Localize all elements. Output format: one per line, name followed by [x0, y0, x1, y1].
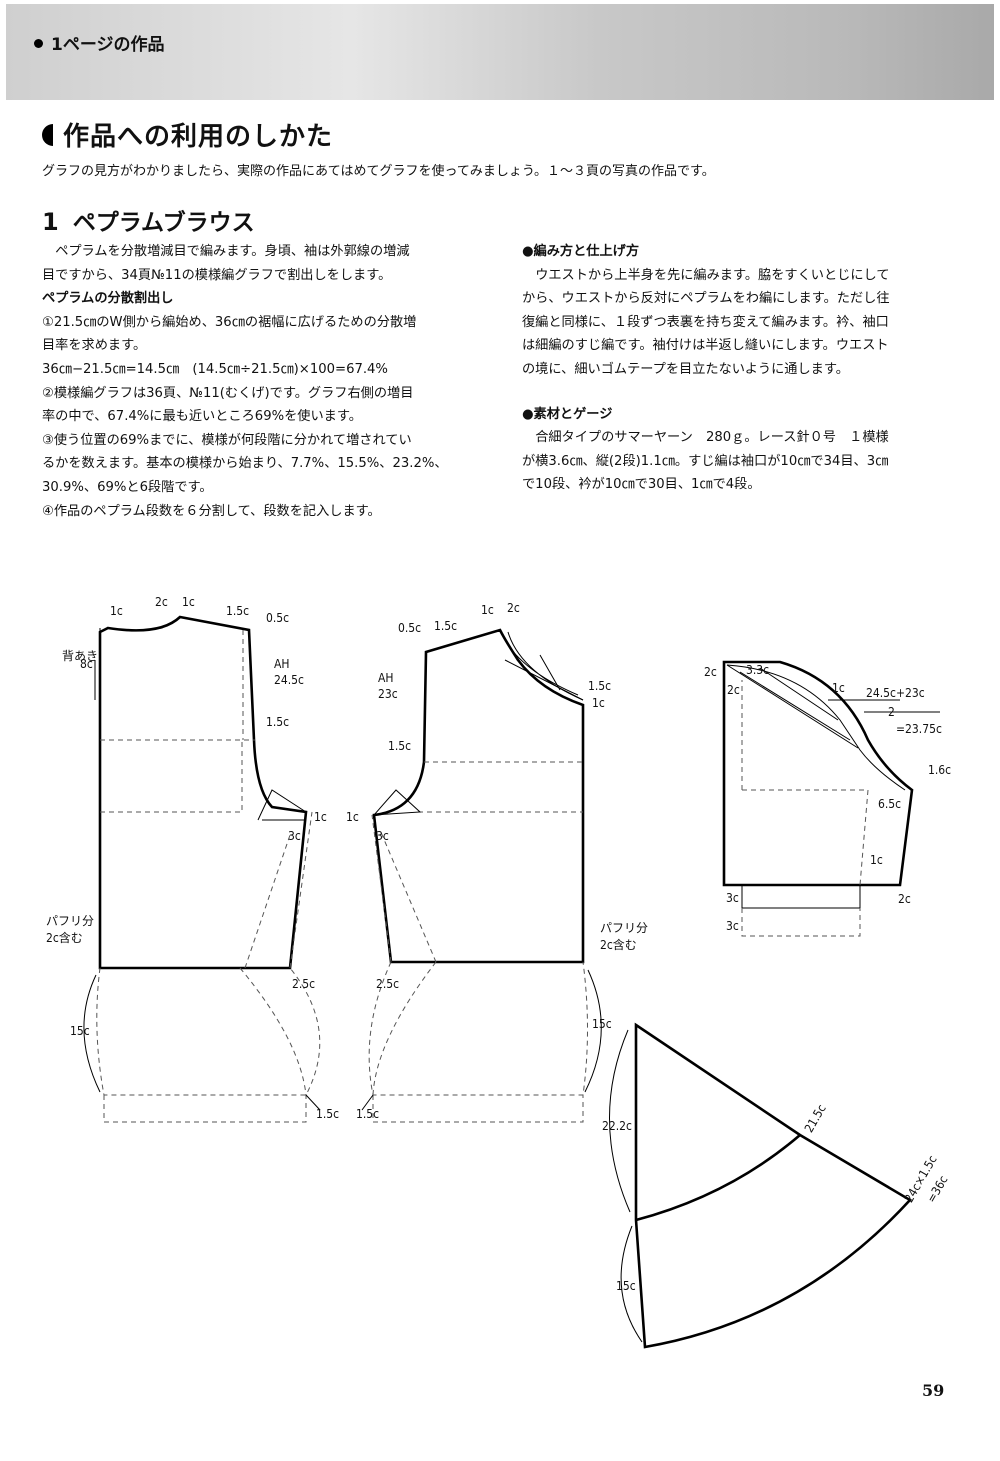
dim-label: 15c	[616, 1279, 636, 1293]
dim-label: 1c	[182, 595, 195, 609]
dim-label: 3c	[376, 829, 389, 843]
materials-heading-text: 素材とゲージ	[533, 406, 613, 422]
dim-label: 2c	[155, 595, 168, 609]
dim-label: 1.5c	[588, 679, 611, 693]
bullet-icon	[34, 38, 43, 48]
section-label-text: 1ページの作品	[51, 35, 165, 55]
section-label: 1ページの作品	[34, 30, 165, 55]
page-title-text: 作品への利用のしかた	[63, 122, 334, 152]
dim-label: 3.3c	[746, 663, 769, 677]
paragraph-line: が横3.6㎝、縦(2段)1.1㎝。すじ編は袖口が10㎝で34目、3㎝	[522, 453, 889, 469]
step-line: ④作品のペプラム段数を６分割して、段数を記入します。	[42, 503, 381, 519]
dim-label: 0.5c	[398, 621, 421, 635]
dim-label: 2c含む	[46, 930, 83, 945]
dim-label: 1c	[346, 810, 359, 824]
dim-label: 1.5c	[356, 1107, 379, 1121]
paragraph-line: ウエストから上半身を先に編みます。脇をすくいとじにして	[535, 267, 890, 283]
peplum-fan: 22.2c 21.5c 24c×1.5c =36c 15c	[602, 1022, 951, 1349]
dim-label: 1.5c	[316, 1107, 339, 1121]
step-line: 率の中で、67.4%に最も近いところ69%を使います。	[42, 409, 362, 425]
step-line: 30.9%、69%と6段階です。	[42, 479, 213, 495]
paragraph-line: 復編と同様に、１段ずつ表裏を持ち変えて編みます。衿、袖口	[522, 314, 889, 330]
back-bodice: 1c 2c 1c 1.5c 0.5c 背あき 8c AH 24.5c 1.5c …	[46, 595, 339, 1123]
dim-label: 1.5c	[434, 619, 457, 633]
dim-label: 24.5c+23c	[866, 686, 925, 700]
intro-text: グラフの見方がわかりましたら、実際の作品にあてはめてグラフを使ってみましょう。１…	[42, 164, 715, 179]
dim-label: 21.5c	[802, 1102, 829, 1135]
step-line: ③使う位置の69%までに、模様が何段階に分かれて増されてい	[42, 432, 412, 448]
step-line: ②模様編グラフは36頁、№11(むくげ)です。グラフ右側の増目	[42, 385, 414, 401]
dim-label: 1.5c	[226, 604, 249, 618]
materials-heading: ●素材とゲージ	[522, 406, 613, 422]
paragraph-line: 目ですから、34頁№11の模様編グラフで割出しをします。	[42, 267, 392, 283]
dim-label: 2c含む	[600, 937, 637, 952]
dim-label: 3c	[726, 891, 739, 905]
paragraph-line: の境に、細いゴムテープを目立たないように通します。	[522, 361, 849, 377]
finish-heading-text: 編み方と仕上げ方	[533, 244, 640, 259]
step-line: 目率を求めます。	[42, 338, 147, 354]
paragraph-line: は細編のすじ編です。袖付けは半返し縫いにします。ウエスト	[522, 338, 889, 354]
dim-label: 2c	[898, 892, 911, 906]
dim-label: 1c	[832, 681, 845, 695]
dim-label: 8c	[80, 657, 93, 671]
dim-label: パフリ分	[46, 914, 94, 928]
finish-heading: ●編み方と仕上げ方	[522, 244, 640, 259]
dim-label: 2	[888, 705, 895, 719]
subheading: ペプラムの分散割出し	[42, 291, 174, 307]
page-title: 作品への利用のしかた	[42, 116, 333, 153]
dim-label: 1.6c	[928, 763, 951, 777]
dim-label: 2.5c	[376, 977, 399, 991]
project-heading: 1 ペプラムブラウス	[42, 203, 255, 237]
dim-label: 1c	[592, 696, 605, 710]
dim-label: 1c	[314, 810, 327, 824]
left-column: ペプラムを分散増減目で編みます。身頃、袖は外郭線の増減 目ですから、34頁№11…	[42, 240, 487, 523]
dim-label: 2.5c	[292, 977, 315, 991]
dim-label: 6.5c	[878, 797, 901, 811]
dim-label: 1.5c	[266, 715, 289, 729]
dim-label: AH	[274, 657, 290, 671]
paragraph-line: で10段、衿が10㎝で30目、1㎝で4段。	[522, 477, 761, 493]
dim-label: 3c	[726, 919, 739, 933]
step-line: ①21.5㎝のW側から編始め、36㎝の裾幅に広げるための分散増	[42, 314, 417, 330]
half-circle-icon	[42, 123, 53, 146]
dim-label: 15c	[70, 1024, 90, 1038]
header-banner: 1ページの作品	[6, 4, 994, 100]
dim-label: 1c	[870, 853, 883, 867]
dim-label: =23.75c	[896, 722, 942, 736]
dim-label: 背あき	[62, 649, 98, 663]
dim-label: 1c	[110, 604, 123, 618]
dim-label: 15c	[592, 1017, 612, 1031]
dim-label: 1.5c	[388, 739, 411, 753]
dim-label: パフリ分	[600, 921, 648, 935]
right-column: ●編み方と仕上げ方 ウエストから上半身を先に編みます。脇をすくいとじにして から…	[522, 240, 952, 497]
paragraph-line: ペプラムを分散増減目で編みます。身頃、袖は外郭線の増減	[55, 244, 410, 259]
dim-label: 2c	[507, 601, 520, 615]
dim-label: 23c	[378, 687, 398, 701]
dim-label: 3c	[288, 829, 301, 843]
dim-label: 2c	[704, 665, 717, 679]
project-number: 1	[42, 208, 59, 236]
dim-label: 22.2c	[602, 1119, 632, 1133]
dim-label: 2c	[727, 683, 740, 697]
front-bodice: 0.5c 1.5c 1c 2c 1.5c 1c AH 23c 1.5c 1c 3…	[346, 601, 648, 1123]
dim-label: 1c	[481, 603, 494, 617]
step-line: るかを数えます。基本の模様から始まり、7.7%、15.5%、23.2%、	[42, 456, 448, 472]
paragraph-line: から、ウエストから反対にペプラムをわ編にします。ただし往	[522, 291, 890, 307]
paragraph-line: 合細タイプのサマーヤーン 280ｇ。レース針０号 １模様	[535, 430, 889, 446]
dim-label: 24.5c	[274, 673, 304, 687]
formula-line: 36㎝−21.5㎝=14.5㎝ (14.5㎝÷21.5㎝)×100=67.4%	[42, 361, 388, 377]
project-name: ペプラムブラウス	[72, 210, 255, 236]
page-number: 59	[922, 1381, 945, 1400]
dim-label: AH	[378, 671, 394, 685]
sleeve: 2c 3.3c 2c 1c 24.5c+23c 2 =23.75c 1.6c 6…	[704, 660, 951, 937]
dim-label: 0.5c	[266, 611, 289, 625]
